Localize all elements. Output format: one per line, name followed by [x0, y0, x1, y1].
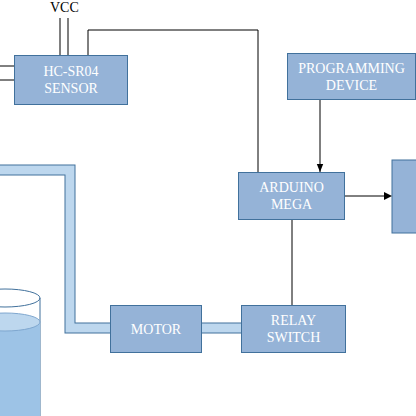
wire — [292, 220, 293, 305]
wire — [345, 196, 386, 197]
process-box: ARDUINO MEGA — [238, 172, 345, 220]
vcc-wire — [60, 18, 61, 55]
tank-rim — [0, 289, 40, 307]
water — [0, 322, 40, 416]
process-box: HC-SR04 SENSOR — [14, 55, 128, 105]
signal-name: VCC — [50, 0, 79, 16]
box-text: HC-SR04 SENSOR — [21, 63, 121, 97]
box-text: ARDUINO MEGA — [245, 179, 338, 213]
water-surface — [0, 313, 40, 331]
box-text: MOTOR — [131, 321, 181, 338]
connector — [320, 100, 321, 172]
vcc-wire — [68, 18, 69, 55]
box-text: PROGRAMMING DEVICE — [294, 60, 409, 94]
box-text: RELAY SWITCH — [248, 312, 339, 346]
process-box: PROGRAMMING DEVICE — [287, 53, 416, 100]
wire — [320, 100, 321, 172]
pipe — [0, 170, 111, 328]
pipe — [201, 324, 242, 333]
process-box: RELAY SWITCH — [241, 305, 346, 353]
arrow-head — [384, 192, 392, 200]
wire — [0, 66, 14, 67]
connector — [292, 220, 293, 305]
output-box — [392, 160, 416, 233]
connector — [201, 328, 242, 329]
process-box: MOTOR — [110, 305, 202, 353]
tank-wall — [0, 298, 40, 416]
pipe-outline — [0, 170, 110, 328]
wire — [0, 80, 14, 81]
pipe-outline — [202, 323, 241, 334]
